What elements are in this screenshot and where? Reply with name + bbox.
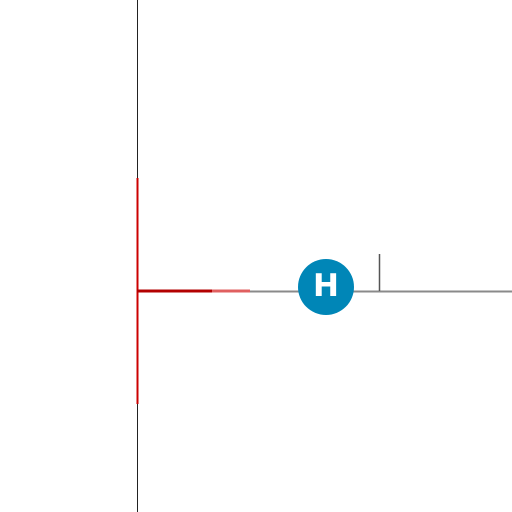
- hospital-icon: H: [313, 267, 339, 304]
- hospital-marker[interactable]: H: [298, 259, 354, 315]
